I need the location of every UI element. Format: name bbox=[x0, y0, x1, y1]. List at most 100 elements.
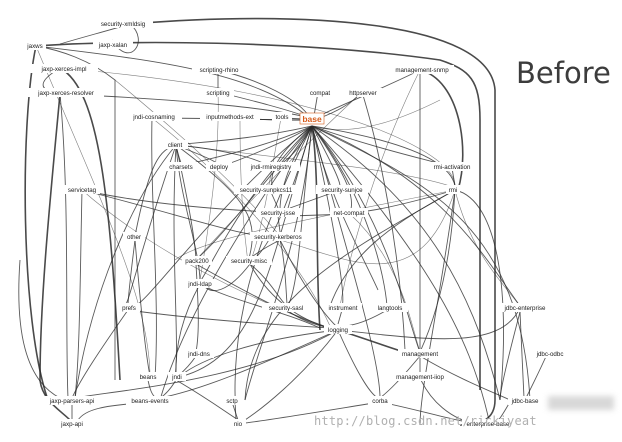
svg-text:scripting: scripting bbox=[206, 90, 230, 97]
node-tools: tools bbox=[272, 112, 292, 121]
svg-text:langtools: langtools bbox=[378, 305, 403, 312]
node-pack200: pack200 bbox=[182, 256, 212, 265]
node-langtools: langtools bbox=[372, 303, 408, 312]
node-jndi-ldap: jndi-ldap bbox=[184, 279, 216, 288]
node-security-kerberos: security-kerberos bbox=[250, 232, 306, 241]
svg-text:security-sunpkcs11: security-sunpkcs11 bbox=[240, 187, 293, 194]
node-jndi-dns: jndi-dns bbox=[184, 349, 214, 358]
svg-text:security-xmldsig: security-xmldsig bbox=[101, 21, 146, 28]
node-client: client bbox=[162, 140, 188, 149]
node-jndi-cosnaming: jndi-cosnaming bbox=[126, 112, 182, 121]
node-base: base bbox=[299, 112, 325, 125]
node-other: other bbox=[123, 232, 145, 241]
node-nio: nio bbox=[230, 419, 246, 428]
node-compat: compat bbox=[307, 88, 333, 97]
watermark-url: http://blog.csdn.net/rickiyeat bbox=[314, 414, 537, 428]
svg-text:jaxws: jaxws bbox=[26, 43, 42, 50]
svg-text:beans: beans bbox=[140, 374, 157, 381]
node-security-sasl: security-sasl bbox=[262, 303, 310, 312]
node-servicetag: servicetag bbox=[64, 185, 100, 194]
svg-text:other: other bbox=[127, 234, 141, 241]
node-charsets: charsets bbox=[164, 162, 198, 171]
svg-text:corba: corba bbox=[372, 398, 388, 405]
node-jaxp-xerces-impl: jaxp-xerces-impl bbox=[30, 64, 98, 73]
svg-text:instrument: instrument bbox=[329, 305, 358, 312]
node-security-jsse: security-jsse bbox=[256, 208, 300, 217]
svg-text:jndi-ldap: jndi-ldap bbox=[187, 281, 212, 288]
node-httpserver: httpserver bbox=[344, 88, 382, 97]
node-security-xmldsig: security-xmldsig bbox=[93, 19, 153, 28]
svg-text:rmi-activation: rmi-activation bbox=[434, 164, 471, 171]
svg-text:httpserver: httpserver bbox=[349, 90, 377, 97]
svg-text:management-iiop: management-iiop bbox=[396, 374, 444, 381]
svg-text:management-snmp: management-snmp bbox=[395, 67, 449, 74]
svg-text:jdbc-enterprise: jdbc-enterprise bbox=[504, 305, 546, 312]
node-jaxp-api: jaxp-api bbox=[58, 419, 86, 428]
node-rmi: rmi bbox=[446, 185, 460, 194]
node-instrument: instrument bbox=[324, 303, 362, 312]
svg-text:jaxp-xerces-resolver: jaxp-xerces-resolver bbox=[37, 90, 94, 97]
svg-text:inputmethods-ext: inputmethods-ext bbox=[206, 114, 254, 121]
svg-text:jndi-cosnaming: jndi-cosnaming bbox=[132, 114, 175, 121]
svg-text:charsets: charsets bbox=[169, 164, 192, 171]
blurred-region bbox=[548, 396, 614, 410]
node-jdbc-base: jdbc-base bbox=[508, 396, 542, 405]
node-jaxp-parsers-api: jaxp-parsers-api bbox=[44, 396, 100, 405]
svg-text:management: management bbox=[402, 351, 438, 358]
svg-text:jaxp-api: jaxp-api bbox=[60, 421, 83, 428]
node-jndi: jndi bbox=[168, 372, 186, 381]
svg-text:deploy: deploy bbox=[210, 164, 229, 171]
node-rmi-activation: rmi-activation bbox=[428, 162, 476, 171]
svg-text:security-kerberos: security-kerberos bbox=[254, 234, 301, 241]
node-management-snmp: management-snmp bbox=[390, 65, 454, 74]
svg-text:tools: tools bbox=[275, 114, 288, 121]
node-scripting-rhino: scripting-rhino bbox=[192, 65, 246, 74]
node-sctp: sctp bbox=[222, 396, 242, 405]
node-beans-events: beans-events bbox=[126, 396, 174, 405]
node-net-compat: net-compat bbox=[330, 208, 368, 217]
svg-text:security-sasl: security-sasl bbox=[269, 305, 303, 312]
node-management-iiop: management-iiop bbox=[392, 372, 448, 381]
node-jndi-rmiregistry: jndi-rmiregistry bbox=[242, 162, 300, 171]
svg-text:jndi: jndi bbox=[171, 374, 182, 381]
svg-text:rmi: rmi bbox=[449, 187, 458, 194]
node-jdbc-odbc: jdbc-odbc bbox=[532, 349, 568, 358]
svg-text:jaxp-xalan: jaxp-xalan bbox=[98, 42, 128, 49]
node-logging: logging bbox=[324, 325, 352, 334]
svg-text:beans-events: beans-events bbox=[131, 398, 168, 405]
node-security-misc: security-misc bbox=[226, 256, 272, 265]
node-scripting: scripting bbox=[202, 88, 234, 97]
svg-text:servicetag: servicetag bbox=[68, 187, 97, 194]
node-security-sunjce: security-sunjce bbox=[316, 185, 368, 194]
svg-text:logging: logging bbox=[328, 327, 349, 334]
svg-text:jndi-dns: jndi-dns bbox=[187, 351, 210, 358]
svg-text:jndi-rmiregistry: jndi-rmiregistry bbox=[250, 164, 292, 171]
diagram-title: Before bbox=[516, 56, 611, 90]
svg-text:security-misc: security-misc bbox=[231, 258, 267, 265]
svg-text:jaxp-parsers-api: jaxp-parsers-api bbox=[49, 398, 94, 405]
node-prefs: prefs bbox=[118, 303, 140, 312]
svg-text:base: base bbox=[302, 114, 322, 124]
svg-text:client: client bbox=[168, 142, 183, 149]
svg-text:enterprise-base: enterprise-base bbox=[467, 421, 511, 428]
node-beans: beans bbox=[136, 372, 160, 381]
node-deploy: deploy bbox=[206, 162, 232, 171]
svg-text:prefs: prefs bbox=[122, 305, 136, 312]
svg-text:security-jsse: security-jsse bbox=[261, 210, 296, 217]
node-enterprise-base: enterprise-base bbox=[462, 419, 514, 428]
node-management: management bbox=[398, 349, 442, 358]
node-corba: corba bbox=[368, 396, 392, 405]
svg-text:nio: nio bbox=[234, 421, 243, 428]
node-jdbc-enterprise: jdbc-enterprise bbox=[500, 303, 550, 312]
svg-text:jdbc-odbc: jdbc-odbc bbox=[536, 351, 564, 358]
node-security-sunpkcs11: security-sunpkcs11 bbox=[234, 185, 298, 194]
svg-text:sctp: sctp bbox=[226, 398, 238, 405]
svg-text:net-compat: net-compat bbox=[334, 210, 365, 217]
graph-edges bbox=[18, 17, 549, 426]
node-inputmethods-ext: inputmethods-ext bbox=[200, 112, 260, 121]
node-jaxp-xalan: jaxp-xalan bbox=[93, 40, 133, 49]
svg-text:scripting-rhino: scripting-rhino bbox=[200, 67, 239, 74]
node-jaxws: jaxws bbox=[24, 41, 46, 50]
svg-text:security-sunjce: security-sunjce bbox=[321, 187, 363, 194]
